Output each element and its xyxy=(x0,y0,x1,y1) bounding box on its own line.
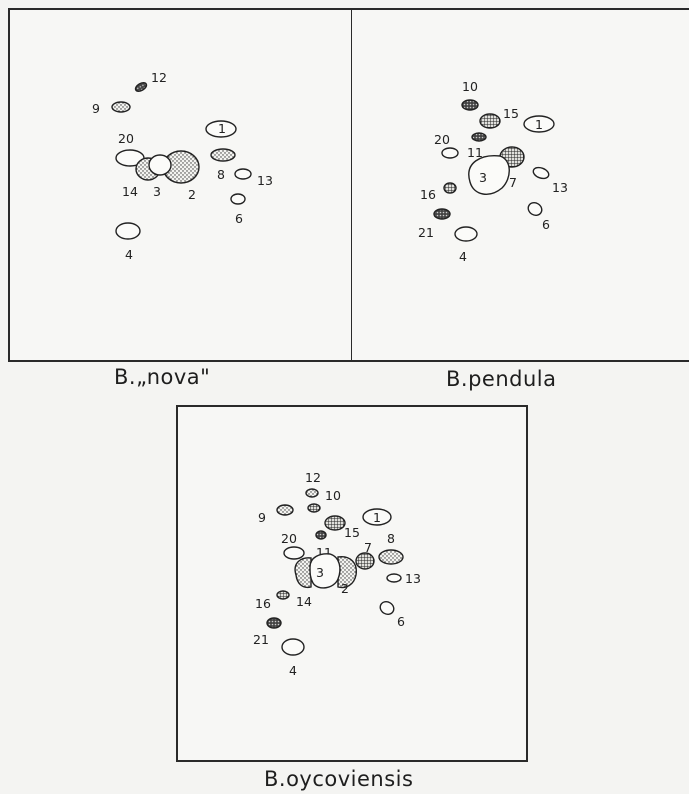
label-6: 6 xyxy=(542,217,550,232)
spot-13 xyxy=(532,166,550,180)
label-2: 2 xyxy=(188,187,196,202)
label-3: 3 xyxy=(316,565,324,580)
spot-21 xyxy=(433,208,451,220)
caption-pendula: B.pendula xyxy=(446,367,557,391)
label-10: 10 xyxy=(462,79,478,94)
spot-6 xyxy=(379,601,395,615)
spot-8 xyxy=(210,148,236,162)
spot-map-nova: 12 9 20 1 8 13 14 3 2 6 4 xyxy=(92,70,273,262)
label-6: 6 xyxy=(235,211,243,226)
label-8: 8 xyxy=(387,531,395,546)
panel-oycoviensis: 12 10 9 15 1 8 20 11 7 3 2 13 16 14 6 21… xyxy=(176,405,528,762)
label-13: 13 xyxy=(552,180,568,195)
label-3: 3 xyxy=(153,184,161,199)
spot-11 xyxy=(471,132,487,142)
spot-2 xyxy=(337,556,357,589)
label-4: 4 xyxy=(289,663,297,678)
label-21: 21 xyxy=(418,225,434,240)
label-13: 13 xyxy=(405,571,421,586)
spot-1 xyxy=(205,120,237,138)
spot-map-oycoviensis: 12 10 9 15 1 8 20 11 7 3 2 13 16 14 6 21… xyxy=(253,470,421,678)
label-20: 20 xyxy=(281,531,297,546)
spot-11 xyxy=(315,530,327,540)
spot-14 xyxy=(294,557,312,589)
spot-9 xyxy=(276,504,294,516)
label-6: 6 xyxy=(397,614,405,629)
spot-10 xyxy=(461,99,479,111)
spot-20 xyxy=(283,546,305,560)
spot-6 xyxy=(230,193,246,205)
spot-20 xyxy=(441,147,459,159)
spot-15 xyxy=(479,113,501,129)
label-14: 14 xyxy=(122,184,138,199)
spot-4 xyxy=(454,226,478,242)
label-7: 7 xyxy=(364,540,372,555)
spot-3 xyxy=(309,553,341,589)
label-4: 4 xyxy=(125,247,133,262)
label-1: 1 xyxy=(535,117,543,132)
spot-3 xyxy=(148,154,172,176)
label-15: 15 xyxy=(344,525,360,540)
label-3: 3 xyxy=(479,170,487,185)
panel-pendula: 10 15 1 20 11 3 7 13 16 6 21 4 xyxy=(351,8,689,362)
spot-13 xyxy=(234,168,252,180)
label-20: 20 xyxy=(118,131,134,146)
caption-nova: B.„nova" xyxy=(114,365,211,389)
label-4: 4 xyxy=(459,249,467,264)
label-13: 13 xyxy=(257,173,273,188)
label-20: 20 xyxy=(434,132,450,147)
label-9: 9 xyxy=(258,510,266,525)
panel-nova: 12 9 20 1 8 13 14 3 2 6 4 xyxy=(8,8,353,362)
label-1: 1 xyxy=(218,121,226,136)
spot-12 xyxy=(305,488,319,498)
spot-4 xyxy=(281,638,305,656)
label-9: 9 xyxy=(92,101,100,116)
spot-21 xyxy=(266,617,282,629)
label-10: 10 xyxy=(325,488,341,503)
spot-3 xyxy=(468,155,510,195)
label-11: 11 xyxy=(467,145,483,160)
spot-4 xyxy=(115,222,141,240)
spot-8 xyxy=(378,549,404,565)
spot-16 xyxy=(443,182,457,194)
label-12: 12 xyxy=(305,470,321,485)
label-16: 16 xyxy=(420,187,436,202)
label-15: 15 xyxy=(503,106,519,121)
label-8: 8 xyxy=(217,167,225,182)
spot-12 xyxy=(134,82,148,92)
spot-9 xyxy=(111,101,131,113)
spot-10 xyxy=(307,503,321,513)
spot-6 xyxy=(527,202,543,216)
caption-oycoviensis: B.oycoviensis xyxy=(264,767,414,791)
label-21: 21 xyxy=(253,632,269,647)
label-16: 16 xyxy=(255,596,271,611)
spot-13 xyxy=(386,573,402,583)
spot-1 xyxy=(362,508,392,526)
label-7: 7 xyxy=(509,175,517,190)
spot-15 xyxy=(324,515,346,531)
spot-16 xyxy=(276,590,290,600)
spot-map-pendula: 10 15 1 20 11 3 7 13 16 6 21 4 xyxy=(418,79,568,264)
spot-1 xyxy=(523,115,555,133)
label-1: 1 xyxy=(373,510,381,525)
spot-7 xyxy=(355,552,375,570)
label-12: 12 xyxy=(151,70,167,85)
label-2: 2 xyxy=(341,581,349,596)
label-14: 14 xyxy=(296,594,312,609)
